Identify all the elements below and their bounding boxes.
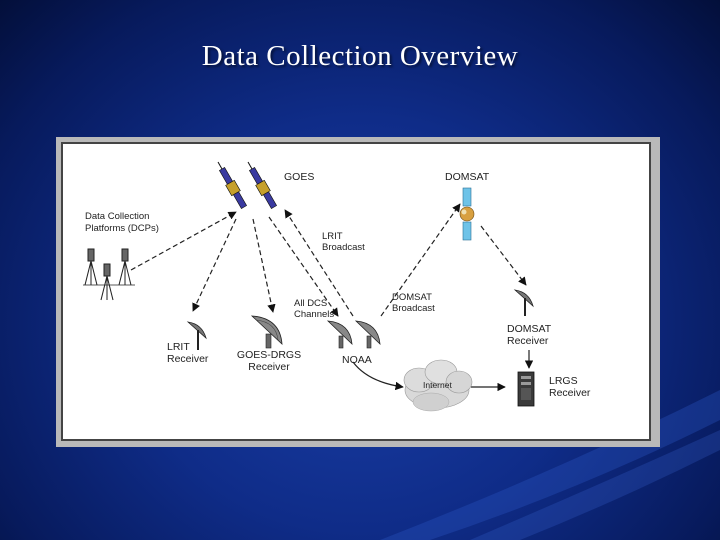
lrit-receiver-dish-icon (186, 321, 207, 350)
domsat-receiver-dish-icon (513, 289, 534, 316)
goes-satellite-icon (217, 161, 248, 209)
arrow-noaa-to-domsat (380, 203, 461, 317)
goes-satellite-icon (247, 161, 278, 209)
noaa-dish-icon (326, 320, 353, 349)
noaa-label: NOAA (342, 354, 372, 366)
lrit-receiver-label-line2: Receiver (167, 353, 209, 365)
lrit-receiver-label-line1: LRIT (167, 341, 190, 353)
lrit-broadcast-label-line2: Broadcast (322, 242, 365, 253)
dcp-label-line1: Data Collection (85, 211, 150, 222)
arrow-noaa-to-goes (284, 209, 354, 317)
arrow-domsat-to-receiver (480, 225, 527, 286)
lrgs-label-line1: LRGS (549, 375, 578, 387)
all-dcs-label-line1: All DCS (294, 298, 328, 309)
noaa-dish-icon (354, 320, 381, 349)
diagram-canvas: GOES DOMSAT Data Collection Platforms (D… (61, 142, 651, 441)
lrgs-label-line2: Receiver (549, 387, 591, 399)
lrit-broadcast-label-line1: LRIT (322, 231, 343, 242)
lrgs-server-icon (517, 371, 535, 407)
goes-drgs-dish-icon (250, 315, 283, 349)
goes-drgs-label-line2: Receiver (248, 361, 290, 373)
domsat-satellite-icon (459, 187, 475, 241)
diagram-frame: GOES DOMSAT Data Collection Platforms (D… (56, 137, 660, 447)
domsat-broadcast-label-line1: DOMSAT (392, 292, 432, 303)
arrow-noaa-to-internet (352, 361, 404, 391)
domsat-receiver-label-line2: Receiver (507, 335, 549, 347)
dcp-label-line2: Platforms (DCPs) (85, 223, 159, 234)
domsat-label: DOMSAT (445, 171, 490, 183)
goes-label: GOES (284, 171, 315, 183)
arrow-goes-to-noaa (268, 216, 339, 317)
arrow-dcp-to-goes (130, 211, 237, 271)
domsat-receiver-label-line1: DOMSAT (507, 323, 552, 335)
diagram-graphics (83, 161, 535, 412)
internet-label: Internet (423, 380, 452, 390)
arrow-goes-to-goes-drgs (252, 218, 276, 313)
all-dcs-label-line2: Channels (294, 309, 335, 320)
internet-cloud-icon (403, 359, 473, 412)
slide-title: Data Collection Overview (201, 40, 519, 72)
goes-drgs-label-line1: GOES-DRGS (236, 349, 302, 361)
dcp-towers-icon (83, 248, 135, 301)
domsat-broadcast-label-line2: Broadcast (392, 303, 435, 314)
dashed-arrows (130, 203, 527, 317)
arrow-goes-to-lrit-receiver (192, 218, 237, 312)
